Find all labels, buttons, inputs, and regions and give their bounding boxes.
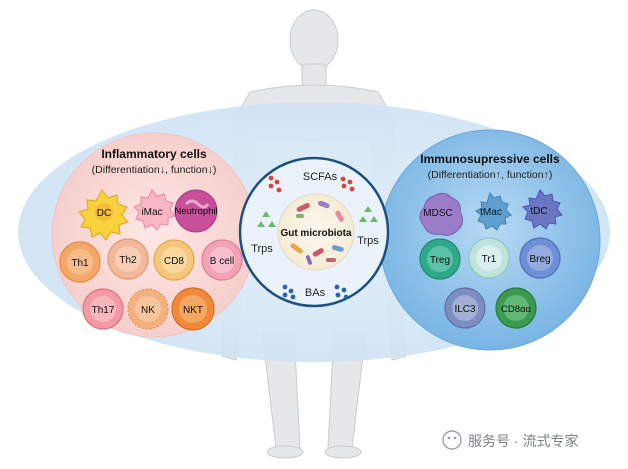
immunosuppressive-title: Immunosupressive cells [420,152,560,166]
cell-tr1-label: Tr1 [482,254,497,265]
cell-nkt: NKT [171,287,215,331]
trps-left-label: Trps [251,243,273,255]
gut-microbiota-label: Gut microbiota [280,228,352,239]
trp-triangles-right [359,206,378,222]
cell-breg: Breg [519,237,561,279]
trps-right-label: Trps [357,235,379,247]
cell-th1: Th1 [59,241,101,283]
scfa-dots-left [268,175,282,193]
cell-cd8-label: CD8 [164,256,184,267]
cell-th1-label: Th1 [71,258,89,269]
bacteria-icons [290,200,344,265]
cell-treg-label: Treg [430,255,450,266]
ba-dots-left [282,284,296,300]
cell-th17: Th17 [82,288,124,330]
cell-b-cell-label: B cell [210,256,234,267]
cell-tdc-label: tDC [530,206,547,217]
cell-imac: iMac [133,189,176,231]
cell-tmac-label: tMac [480,207,502,218]
bas-label: BAs [305,287,326,299]
cell-nk-label: NK [141,305,155,316]
watermark-text: 服务号 · 流式专家 [468,433,578,449]
ba-dots-right [334,284,349,300]
inflammatory-subtitle: (Differentiation↓, function↓) [92,164,217,176]
cell-nkt-label: NKT [183,305,203,316]
immunosuppressive-subtitle: (Differentiation↑, function↑) [428,169,553,181]
cell-b-cell: B cell [201,239,243,281]
watermark: 服务号 · 流式专家 [442,430,578,450]
cell-neutrophil-label: Neutrophil [174,206,217,217]
cell-nk: NK [127,288,169,330]
inflammatory-title: Inflammatory cells [101,147,207,161]
cell-tdc: tDC [522,189,563,230]
scfa-dots-right [340,176,355,192]
cell-treg: Treg [419,238,461,280]
cell-imac-label: iMac [141,207,162,218]
cell-th17-label: Th17 [92,305,115,316]
cell-neutrophil: Neutrophil [174,189,218,233]
trp-triangles-left [257,211,276,227]
cell-th2: Th2 [107,238,149,280]
cell-cd8aa-label: CD8αα [501,304,531,315]
cell-ilc3-label: ILC3 [454,304,476,315]
cell-dc: DC [78,189,129,241]
cell-dc-label: DC [97,208,111,219]
cell-breg-label: Breg [529,254,550,265]
scfas-label: SCFAs [303,171,338,183]
cell-mdsc: MDSC [419,192,464,236]
cell-tmac: tMac [475,191,512,231]
cell-th2-label: Th2 [119,255,137,266]
cell-ilc3: ILC3 [444,287,486,329]
cell-tr1: Tr1 [468,237,510,279]
cell-mdsc-label: MDSC [423,208,452,219]
cell-cd8aa: CD8αα [495,287,537,329]
cell-cd8: CD8 [153,239,195,281]
